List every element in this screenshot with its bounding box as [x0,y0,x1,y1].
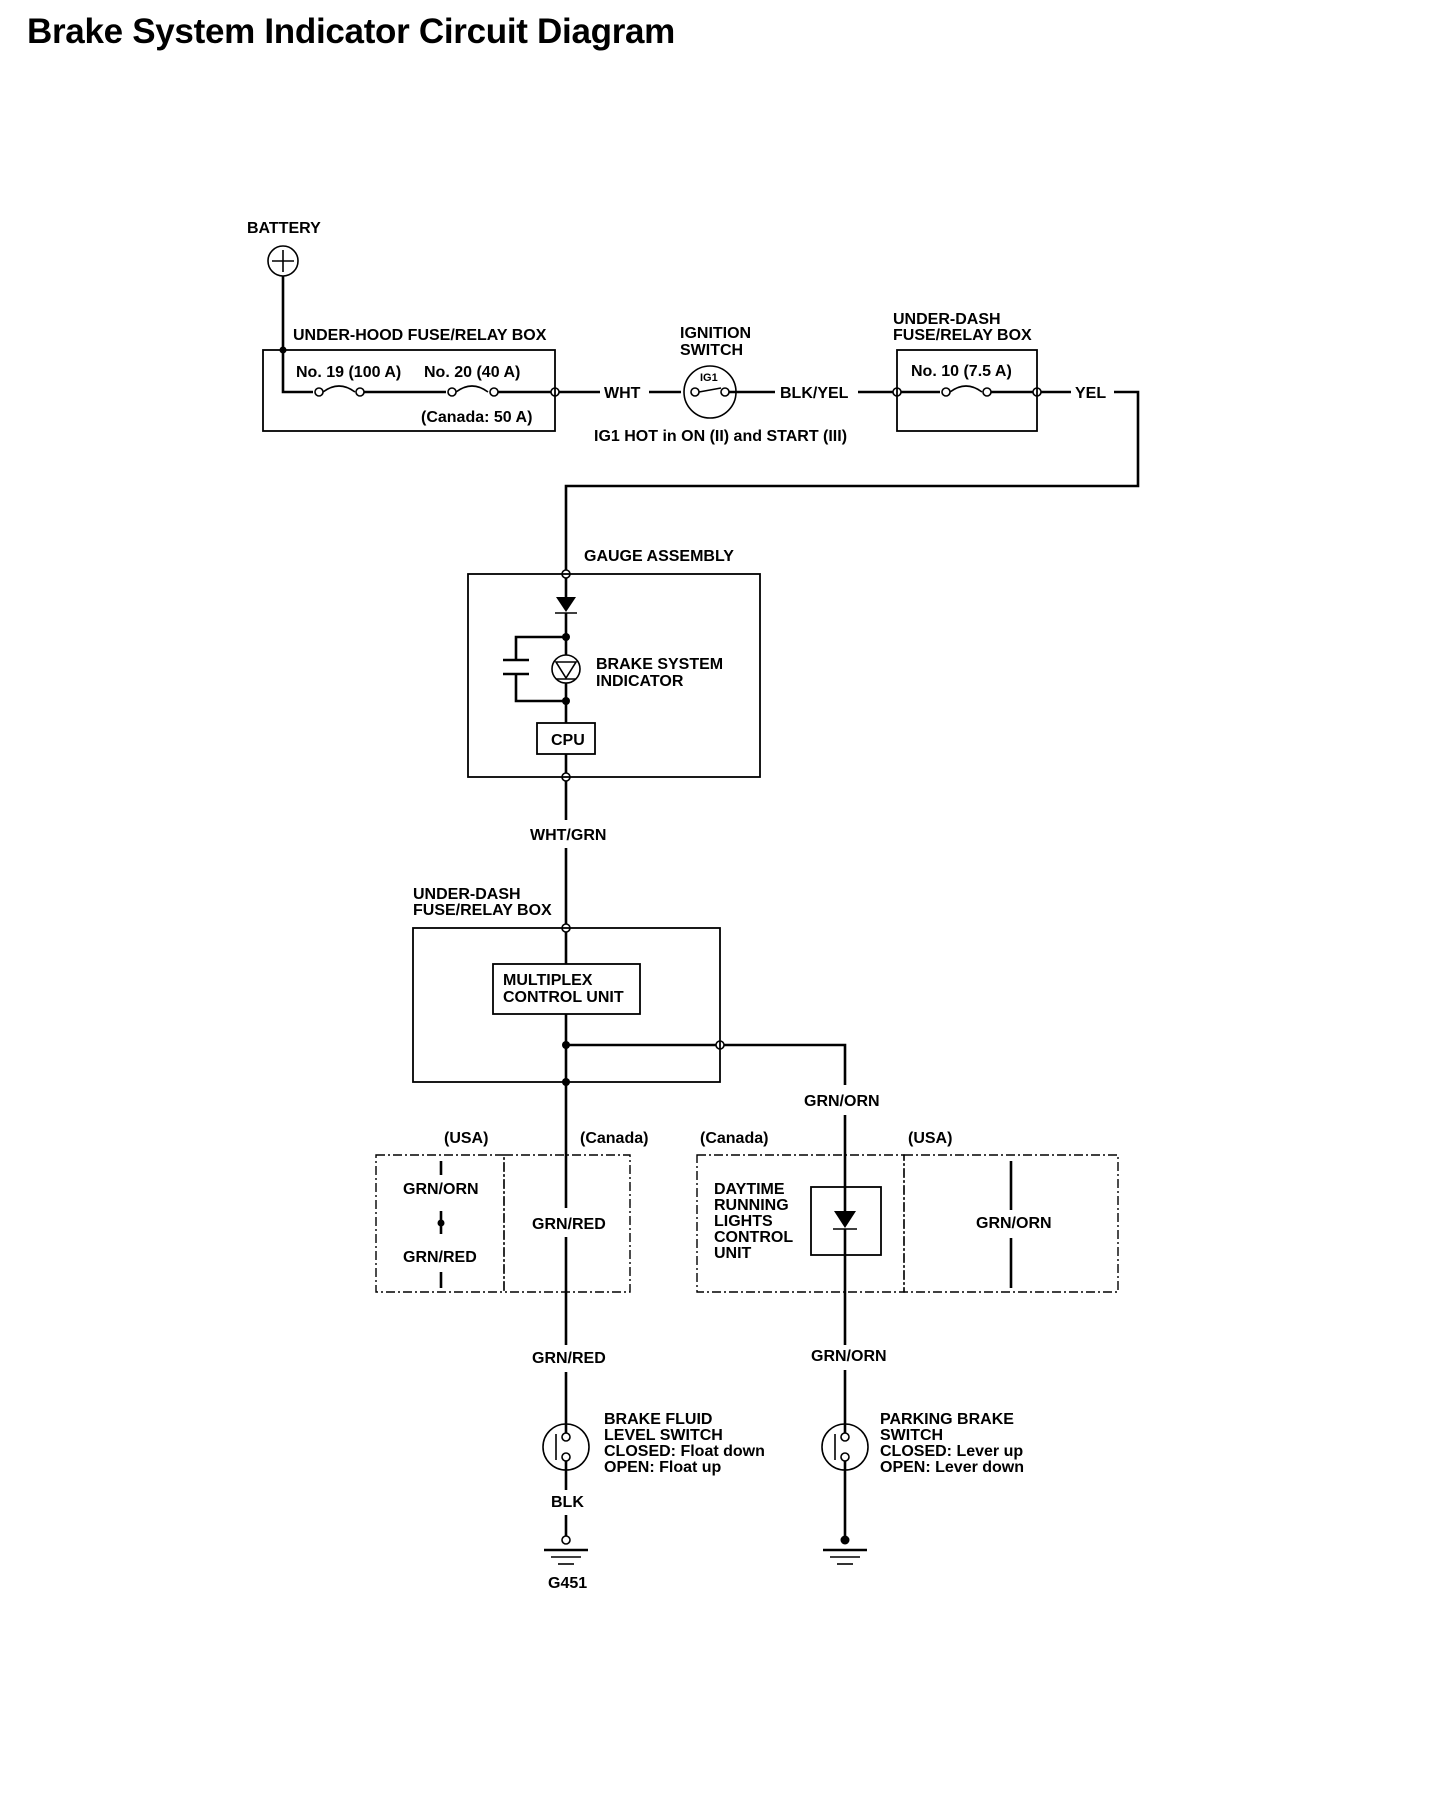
capacitor-icon [503,658,529,676]
bfl-label-1: BRAKE FLUID [604,1411,712,1428]
drl-label-1: DAYTIME [714,1181,785,1198]
gauge-assembly-box [467,573,761,778]
fuse-10-icon [941,385,992,397]
canada-left-label: (Canada) [580,1130,648,1147]
fuse-10-label: No. 10 (7.5 A) [911,363,1012,380]
drl-label-4: CONTROL [714,1229,793,1246]
drl-diode-icon [833,1211,857,1230]
bfl-label-3: CLOSED: Float down [604,1443,765,1460]
ignition-switch-label-1: IGNITION [680,325,751,342]
under-dash-top-fuse-box [896,349,1038,432]
usa-right-option-box [903,1154,1119,1293]
cpu-label: CPU [551,732,585,749]
canada-50a-label: (Canada: 50 A) [421,409,532,426]
bfl-label-4: OPEN: Float up [604,1459,722,1476]
blk-wire-label: BLK [551,1494,584,1511]
ground-g451-label: G451 [548,1575,587,1592]
battery-icon [267,245,299,277]
usa-left-label: (USA) [444,1130,488,1147]
pb-label-4: OPEN: Lever down [880,1459,1024,1476]
under-dash-mid-label-1: UNDER-DASH [413,886,521,903]
usa-right-grn-orn-label: GRN/ORN [976,1215,1052,1232]
page-title: Brake System Indicator Circuit Diagram [27,12,675,51]
grn-orn-upper-wire-label: GRN/ORN [804,1093,880,1110]
mcu-label-1: MULTIPLEX [503,972,593,989]
ignition-switch-label-2: SWITCH [680,342,743,359]
yel-wire-label: YEL [1075,385,1106,402]
fuse-19-label: No. 19 (100 A) [296,364,401,381]
pb-label-1: PARKING BRAKE [880,1411,1014,1428]
usa-left-option-box [375,1154,505,1293]
drl-label-3: LIGHTS [714,1213,773,1230]
under-hood-fuse-box [262,349,556,432]
canada-left-grn-red-label: GRN/RED [532,1216,606,1233]
brake-indicator-label-1: BRAKE SYSTEM [596,656,723,673]
grn-orn-lower-wire-label: GRN/ORN [811,1348,887,1365]
wht-wire-label: WHT [604,385,641,402]
under-dash-top-label-1: UNDER-DASH [893,311,1001,328]
ig1-label: IG1 [700,372,718,384]
drl-label-2: RUNNING [714,1197,789,1214]
usa-left-grn-red-label: GRN/RED [403,1249,477,1266]
under-hood-box-label: UNDER-HOOD FUSE/RELAY BOX [293,327,547,344]
ig1-hot-note: IG1 HOT in ON (II) and START (III) [594,428,847,445]
ground-parking-brake-icon [823,1548,867,1565]
usa-left-grn-orn-label: GRN/ORN [403,1181,479,1198]
fuse-19-icon [314,385,365,397]
diode-icon [555,597,577,614]
drl-label-5: UNIT [714,1245,752,1262]
brake-indicator-lamp-icon [551,654,581,684]
mcu-label-2: CONTROL UNIT [503,989,624,1006]
brake-indicator-label-2: INDICATOR [596,673,684,690]
usa-right-label: (USA) [908,1130,952,1147]
canada-right-label: (Canada) [700,1130,768,1147]
wht-grn-wire-label: WHT/GRN [530,827,606,844]
pb-label-3: CLOSED: Lever up [880,1443,1023,1460]
ground-g451-icon [544,1548,588,1565]
fuse-20-icon [447,385,499,397]
blk-yel-wire-label: BLK/YEL [780,385,849,402]
pb-label-2: SWITCH [880,1427,943,1444]
fuse-20-label: No. 20 (40 A) [424,364,520,381]
grn-red-lower-wire-label: GRN/RED [532,1350,606,1367]
battery-label: BATTERY [247,220,321,237]
under-dash-top-label-2: FUSE/RELAY BOX [893,327,1032,344]
under-dash-mid-label-2: FUSE/RELAY BOX [413,902,552,919]
gauge-assembly-label: GAUGE ASSEMBLY [584,548,734,565]
bfl-label-2: LEVEL SWITCH [604,1427,723,1444]
